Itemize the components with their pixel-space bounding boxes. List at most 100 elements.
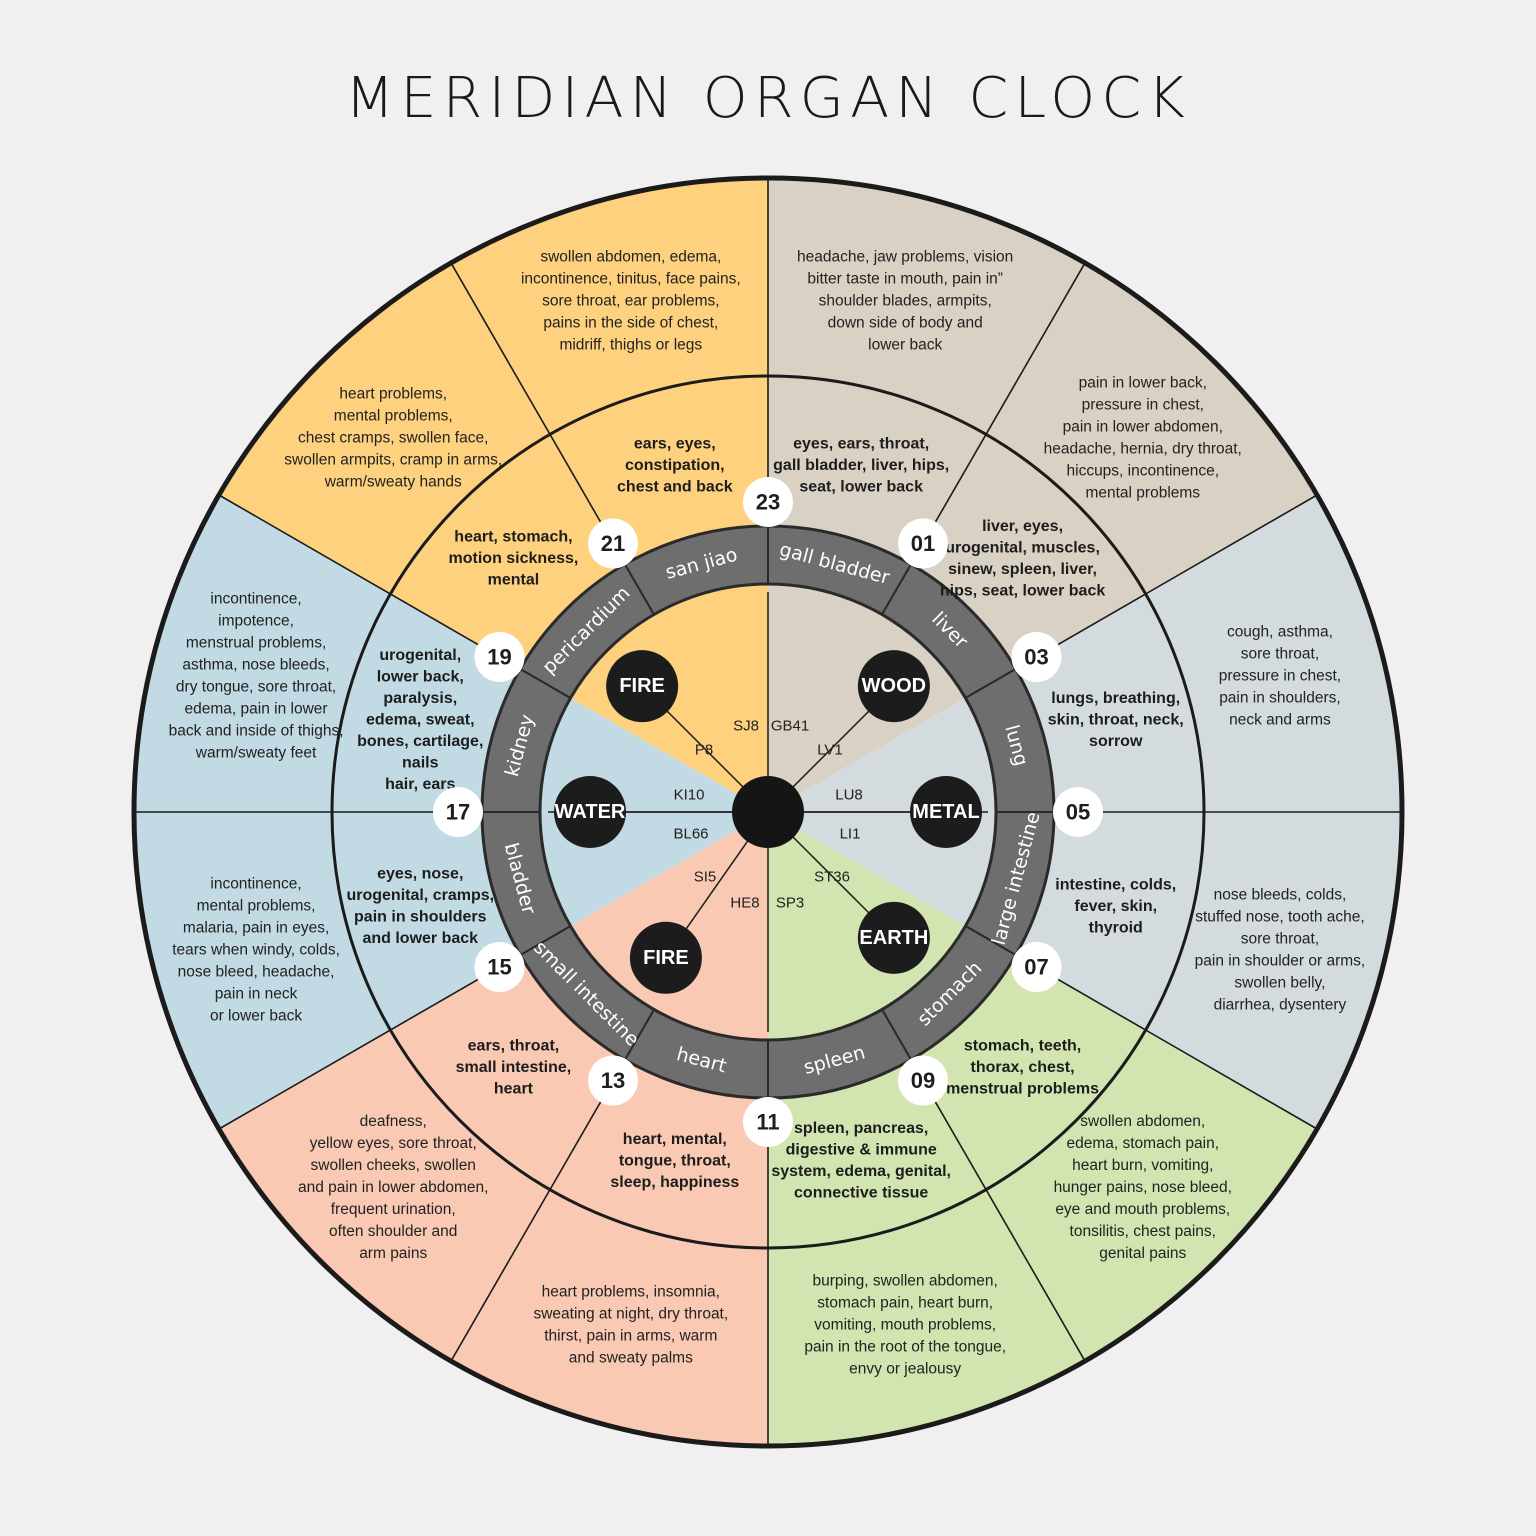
symptom-text-line: arm pains	[359, 1245, 427, 1262]
hour-badge	[588, 1055, 638, 1106]
acupoint-label: KI10	[674, 787, 705, 804]
symptom-text-line: swollen abdomen,	[1080, 1113, 1205, 1130]
symptom-text-line: midriff, thighs or legs	[559, 336, 702, 353]
symptom-text-line: pain in the root of the tongue,	[804, 1338, 1006, 1355]
acupoint-label: LU8	[835, 787, 863, 804]
organ-text: intestine, colds,fever, skin,thyroid	[1055, 876, 1176, 936]
organ-text-line: skin, throat, neck,	[1048, 711, 1184, 728]
symptom-text-line: pain in shoulders,	[1219, 689, 1341, 706]
symptom-text-line: frequent urination,	[331, 1201, 456, 1218]
acupoint-label: SI5	[694, 869, 717, 886]
organ-text-line: digestive & immune	[786, 1142, 937, 1159]
symptom-text-line: lower back	[868, 336, 942, 353]
hour-label: 03	[1024, 645, 1048, 670]
organ-text-line: liver, eyes,	[982, 518, 1063, 535]
organ-text: ears, eyes,constipation,chest and back	[617, 435, 733, 495]
symptom-text-line: sore throat,	[1241, 931, 1319, 948]
symptom-text-line: hiccups, incontinence,	[1067, 463, 1220, 480]
hour-label: 11	[756, 1110, 779, 1135]
radial-divider	[450, 262, 626, 565]
hour-label: 09	[911, 1068, 935, 1093]
hour-label: 15	[487, 955, 511, 980]
organ-text-line: lower back,	[377, 668, 464, 685]
acupoint-label: SP3	[776, 895, 804, 912]
element-label: EARTH	[859, 927, 928, 949]
organ-text-line: eyes, ears, throat,	[793, 435, 929, 452]
organ-text-line: sorrow	[1089, 733, 1143, 750]
radial-divider	[910, 1059, 1086, 1362]
organ-text-line: heart, mental,	[623, 1131, 727, 1148]
symptom-text-line: envy or jealousy	[849, 1360, 961, 1377]
symptom-text-line: back and inside of thighs,	[169, 722, 344, 739]
symptom-text-line: eye and mouth problems,	[1055, 1201, 1230, 1218]
organ-text-line: seat, lower back	[799, 478, 923, 495]
element-badge	[606, 650, 679, 723]
acupoint-label: SJ8	[733, 718, 759, 735]
organ-text-line: sleep, happiness	[610, 1174, 739, 1191]
organ-text-line: ears, eyes,	[634, 435, 716, 452]
organ-text: liver, eyes,urogenital, muscles,sinew, s…	[940, 518, 1106, 600]
hour-label: 07	[1024, 955, 1048, 980]
symptom-text: incontinence,mental problems,malaria, pa…	[172, 876, 340, 1025]
symptom-text: deafness,yellow eyes, sore throat,swolle…	[298, 1113, 488, 1262]
element-badge	[629, 921, 702, 994]
hour-label: 23	[756, 490, 780, 515]
sector-fill	[134, 812, 768, 1129]
organ-text: urogenital,lower back,paralysis,edema, s…	[357, 647, 483, 793]
symptom-text-line: tonsilitis, chest pains,	[1070, 1223, 1216, 1240]
symptom-text-line: sore throat,	[1241, 645, 1319, 662]
organ-text-line: small intestine,	[456, 1059, 572, 1076]
symptom-text-line: pain in shoulder or arms,	[1195, 953, 1366, 970]
sector-fill	[134, 495, 768, 812]
element-badge	[910, 776, 982, 848]
organ-text-line: urogenital, muscles,	[945, 539, 1100, 556]
radial-divider	[450, 1059, 626, 1362]
symptom-text-line: nose bleed, headache,	[178, 964, 335, 981]
organ-text-line: thyroid	[1089, 919, 1143, 936]
symptom-text-line: mental problems,	[334, 408, 453, 425]
symptom-text-line: swollen cheeks, swollen	[311, 1157, 476, 1174]
organ-text-line: heart, stomach,	[454, 529, 572, 546]
sector-fill	[218, 812, 769, 1362]
hour-badge	[588, 518, 638, 569]
organ-text: heart, mental,tongue, throat,sleep, happ…	[610, 1131, 739, 1191]
organ-text-line: edema, sweat,	[366, 711, 475, 728]
radial-divider	[218, 494, 521, 670]
element-label: METAL	[912, 801, 979, 823]
organ-text-line: gall bladder, liver, hips,	[773, 457, 949, 474]
organ-text-line: motion sickness,	[449, 550, 579, 567]
acupoint-label: GB41	[771, 718, 809, 735]
organ-text-line: eyes, nose,	[377, 866, 463, 883]
symptom-text-line: swollen armpits, cramp in arms,	[284, 452, 502, 469]
hour-label: 13	[601, 1068, 625, 1093]
acupoint-label: HE8	[730, 895, 759, 912]
symptom-text-line: cough, asthma,	[1227, 623, 1333, 640]
symptom-text-line: often shoulder and	[329, 1223, 457, 1240]
radial-divider	[218, 954, 521, 1130]
symptom-text: heart problems,mental problems,chest cra…	[284, 386, 502, 491]
symptom-text-line: tears when windy, colds,	[172, 942, 340, 959]
center-hub	[732, 776, 804, 848]
hour-label: 05	[1066, 800, 1090, 825]
hour-badge	[1011, 632, 1062, 682]
organ-text-line: heart	[494, 1081, 534, 1098]
organ-text-line: constipation,	[625, 457, 725, 474]
divider-lines	[134, 178, 1402, 1446]
symptom-text-line: thirst, pain in arms, warm	[544, 1327, 717, 1344]
symptom-text-line: stomach pain, heart burn,	[817, 1294, 993, 1311]
symptom-text-line: pain in neck	[215, 986, 298, 1003]
organ-text: eyes, ears, throat, gall bladder, liver, …	[773, 435, 949, 495]
symptom-text-line: headache, hernia, dry throat,	[1044, 441, 1242, 458]
symptom-text-line: and pain in lower abdomen,	[298, 1179, 488, 1196]
symptom-text-line: heart burn, vomiting,	[1072, 1157, 1213, 1174]
sector-fill	[768, 812, 1402, 1129]
symptom-text-line: incontinence, tinitus, face pains,	[521, 270, 741, 287]
symptom-text-line: impotence,	[218, 612, 294, 629]
element-label: FIRE	[619, 675, 665, 697]
organ-text-line: connective tissue	[794, 1185, 928, 1202]
organ-text: ears, throat,small intestine,heart	[456, 1038, 572, 1098]
symptom-text-line: diarrhea, dysentery	[1214, 997, 1347, 1014]
symptom-text-line: heart problems, insomnia,	[542, 1283, 720, 1300]
